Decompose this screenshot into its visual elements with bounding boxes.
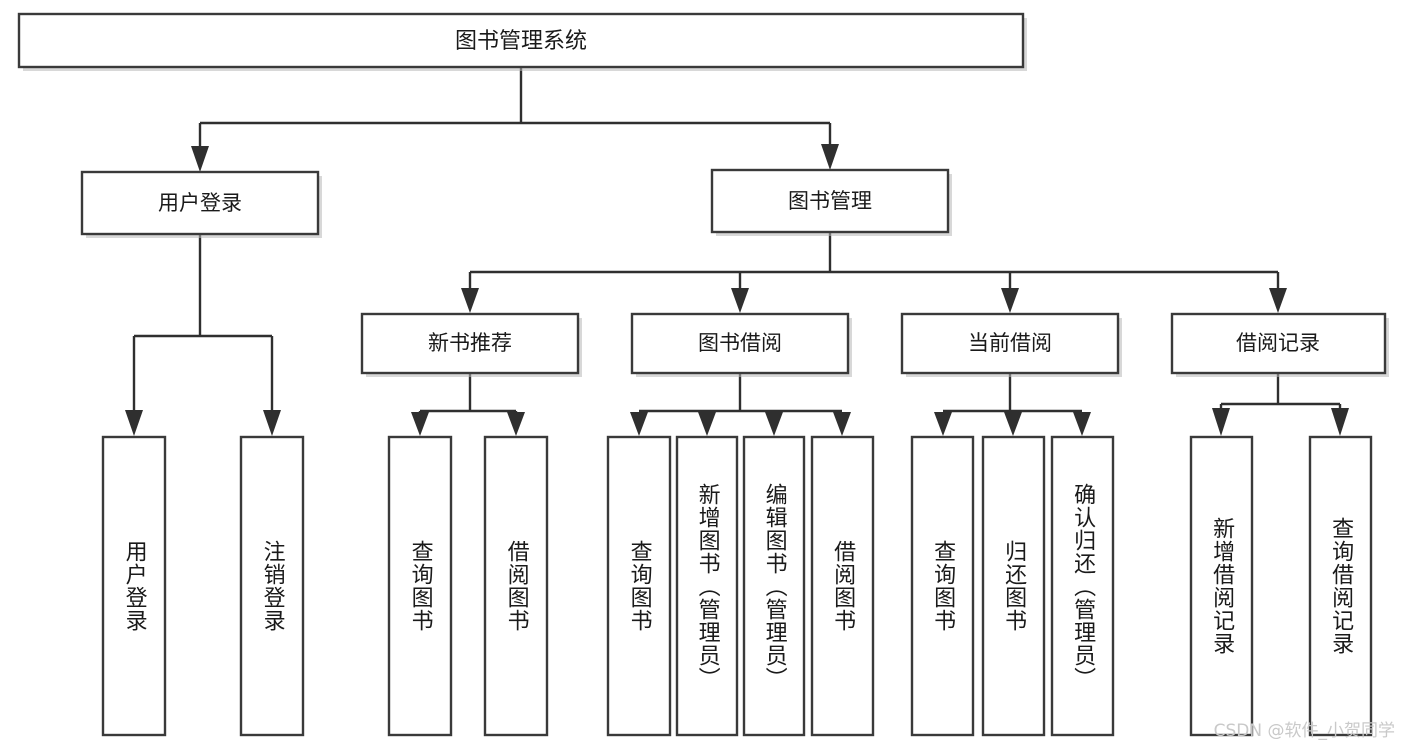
arrow-head-leaf-logout	[263, 410, 281, 436]
node-current-borrow[interactable]: 当前借阅	[900, 312, 1122, 377]
node-leaf-query-book-borrow-rect[interactable]	[606, 435, 672, 737]
node-book-manage[interactable]: 图书管理	[710, 168, 952, 236]
node-user-login-rect[interactable]	[80, 170, 320, 236]
node-current-borrow-label: 当前借阅	[968, 331, 1052, 355]
node-user-login[interactable]: 用户登录	[80, 170, 322, 238]
arrow-head-leaf-edit-book-admin	[765, 412, 783, 436]
arrow-head-book-manage	[821, 144, 839, 170]
node-layer: 图书管理系统 用户登录 图书管理 新书推荐	[17, 12, 1389, 737]
arrow-head-new-book-recommend	[461, 288, 479, 313]
node-leaf-borrow-book-recommend-rect[interactable]	[483, 435, 549, 737]
arrow-head-borrow-record	[1269, 288, 1287, 313]
node-leaf-confirm-return-admin-rect[interactable]	[1050, 435, 1115, 737]
connector-layer	[125, 67, 1349, 436]
node-leaf-add-book-admin-rect[interactable]	[675, 435, 739, 737]
csdn-watermark: CSDN @软件_小贺同学	[1213, 721, 1395, 741]
arrow-head-current-borrow	[1001, 288, 1019, 313]
leaf-node-layer	[101, 435, 1373, 737]
arrow-head-leaf-query-book-current	[934, 412, 952, 436]
arrow-head-leaf-add-borrow-record	[1212, 408, 1230, 436]
arrow-head-book-borrow	[731, 288, 749, 313]
arrow-head-leaf-confirm-return-admin	[1073, 412, 1091, 436]
node-current-borrow-rect[interactable]	[900, 312, 1120, 375]
node-book-manage-rect[interactable]	[710, 168, 950, 234]
node-leaf-edit-book-admin-rect[interactable]	[742, 435, 806, 737]
arrow-head-leaf-query-borrow-record	[1331, 408, 1349, 436]
node-leaf-logout-rect[interactable]	[239, 435, 305, 737]
node-leaf-user-login-rect[interactable]	[101, 435, 167, 737]
node-user-login-label: 用户登录	[158, 191, 242, 215]
arrow-head-leaf-user-login	[125, 410, 143, 436]
arrow-head-leaf-borrow-book	[833, 412, 851, 436]
node-new-book-recommend-rect[interactable]	[360, 312, 580, 375]
node-leaf-return-book-rect[interactable]	[981, 435, 1046, 737]
node-root-rect[interactable]	[17, 12, 1025, 69]
node-new-book-recommend[interactable]: 新书推荐	[360, 312, 582, 377]
node-book-borrow-label: 图书借阅	[698, 331, 782, 355]
arrow-head-user-login	[191, 146, 209, 172]
node-leaf-query-borrow-record-rect[interactable]	[1308, 435, 1373, 737]
node-borrow-record-label: 借阅记录	[1236, 331, 1320, 355]
node-leaf-query-book-recommend-rect[interactable]	[387, 435, 453, 737]
node-leaf-query-book-current-rect[interactable]	[910, 435, 975, 737]
arrow-head-leaf-add-book-admin	[698, 412, 716, 436]
arrow-head-leaf-query-book-borrow	[630, 412, 648, 436]
node-root[interactable]: 图书管理系统	[17, 12, 1027, 71]
arrow-head-leaf-borrow-book-recommend	[507, 412, 525, 436]
node-root-label: 图书管理系统	[455, 29, 587, 54]
node-book-manage-label: 图书管理	[788, 189, 872, 213]
node-book-borrow-rect[interactable]	[630, 312, 850, 375]
node-book-borrow[interactable]: 图书借阅	[630, 312, 852, 377]
arrow-head-leaf-return-book	[1004, 412, 1022, 436]
node-leaf-add-borrow-record-rect[interactable]	[1189, 435, 1254, 737]
node-new-book-recommend-label: 新书推荐	[428, 331, 512, 355]
node-borrow-record-rect[interactable]	[1170, 312, 1387, 375]
node-borrow-record[interactable]: 借阅记录	[1170, 312, 1389, 377]
arrow-head-leaf-query-book-recommend	[411, 412, 429, 436]
node-leaf-borrow-book-rect[interactable]	[810, 435, 875, 737]
